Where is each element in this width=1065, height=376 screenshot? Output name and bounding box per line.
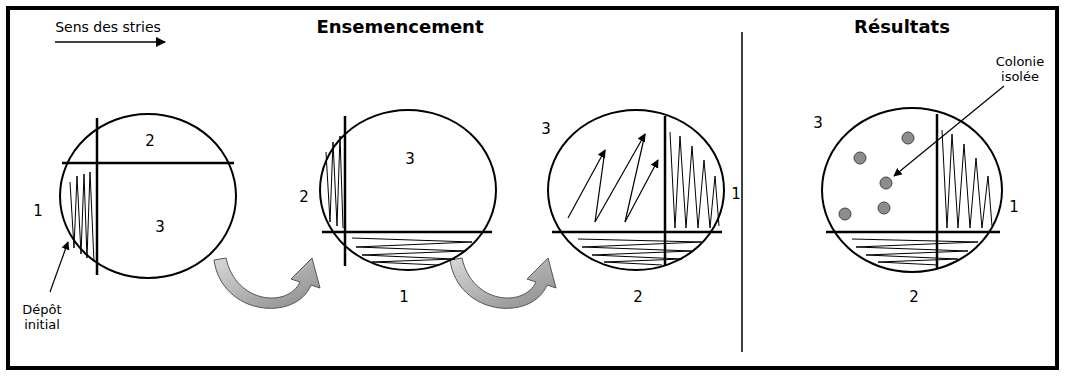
zone-number: 1	[1009, 199, 1019, 216]
frame	[8, 8, 1057, 368]
divider	[741, 32, 743, 352]
zone-number: 3	[813, 115, 823, 132]
colony	[839, 132, 914, 220]
zone-number: 2	[633, 289, 643, 306]
zone-number: 2	[909, 289, 919, 306]
petri-dish	[822, 108, 1002, 272]
zone-number: 2	[145, 133, 155, 150]
turn-arrow	[450, 258, 556, 308]
zone-number: 3	[155, 219, 165, 236]
zone-number: 1	[399, 289, 409, 306]
zone-number: 3	[405, 151, 415, 168]
callout-label: Dépôt initial	[14, 303, 70, 333]
direction-arrow	[55, 41, 165, 43]
turn-arrow	[214, 258, 320, 308]
petri-dish	[320, 110, 496, 270]
section-heading: Résultats	[854, 17, 950, 38]
zone-number: 1	[731, 186, 741, 203]
zone-number: 1	[33, 203, 43, 220]
petri-dish	[60, 114, 236, 278]
petri-dish	[548, 110, 724, 270]
direction-label: Sens des stries	[55, 19, 161, 35]
leader-line	[50, 242, 68, 292]
zone-number: 3	[541, 121, 551, 138]
leader-line	[894, 86, 1004, 176]
zone-number: 2	[299, 189, 309, 206]
section-heading: Ensemencement	[316, 17, 483, 38]
callout-label: Colonie isolée	[988, 55, 1052, 85]
